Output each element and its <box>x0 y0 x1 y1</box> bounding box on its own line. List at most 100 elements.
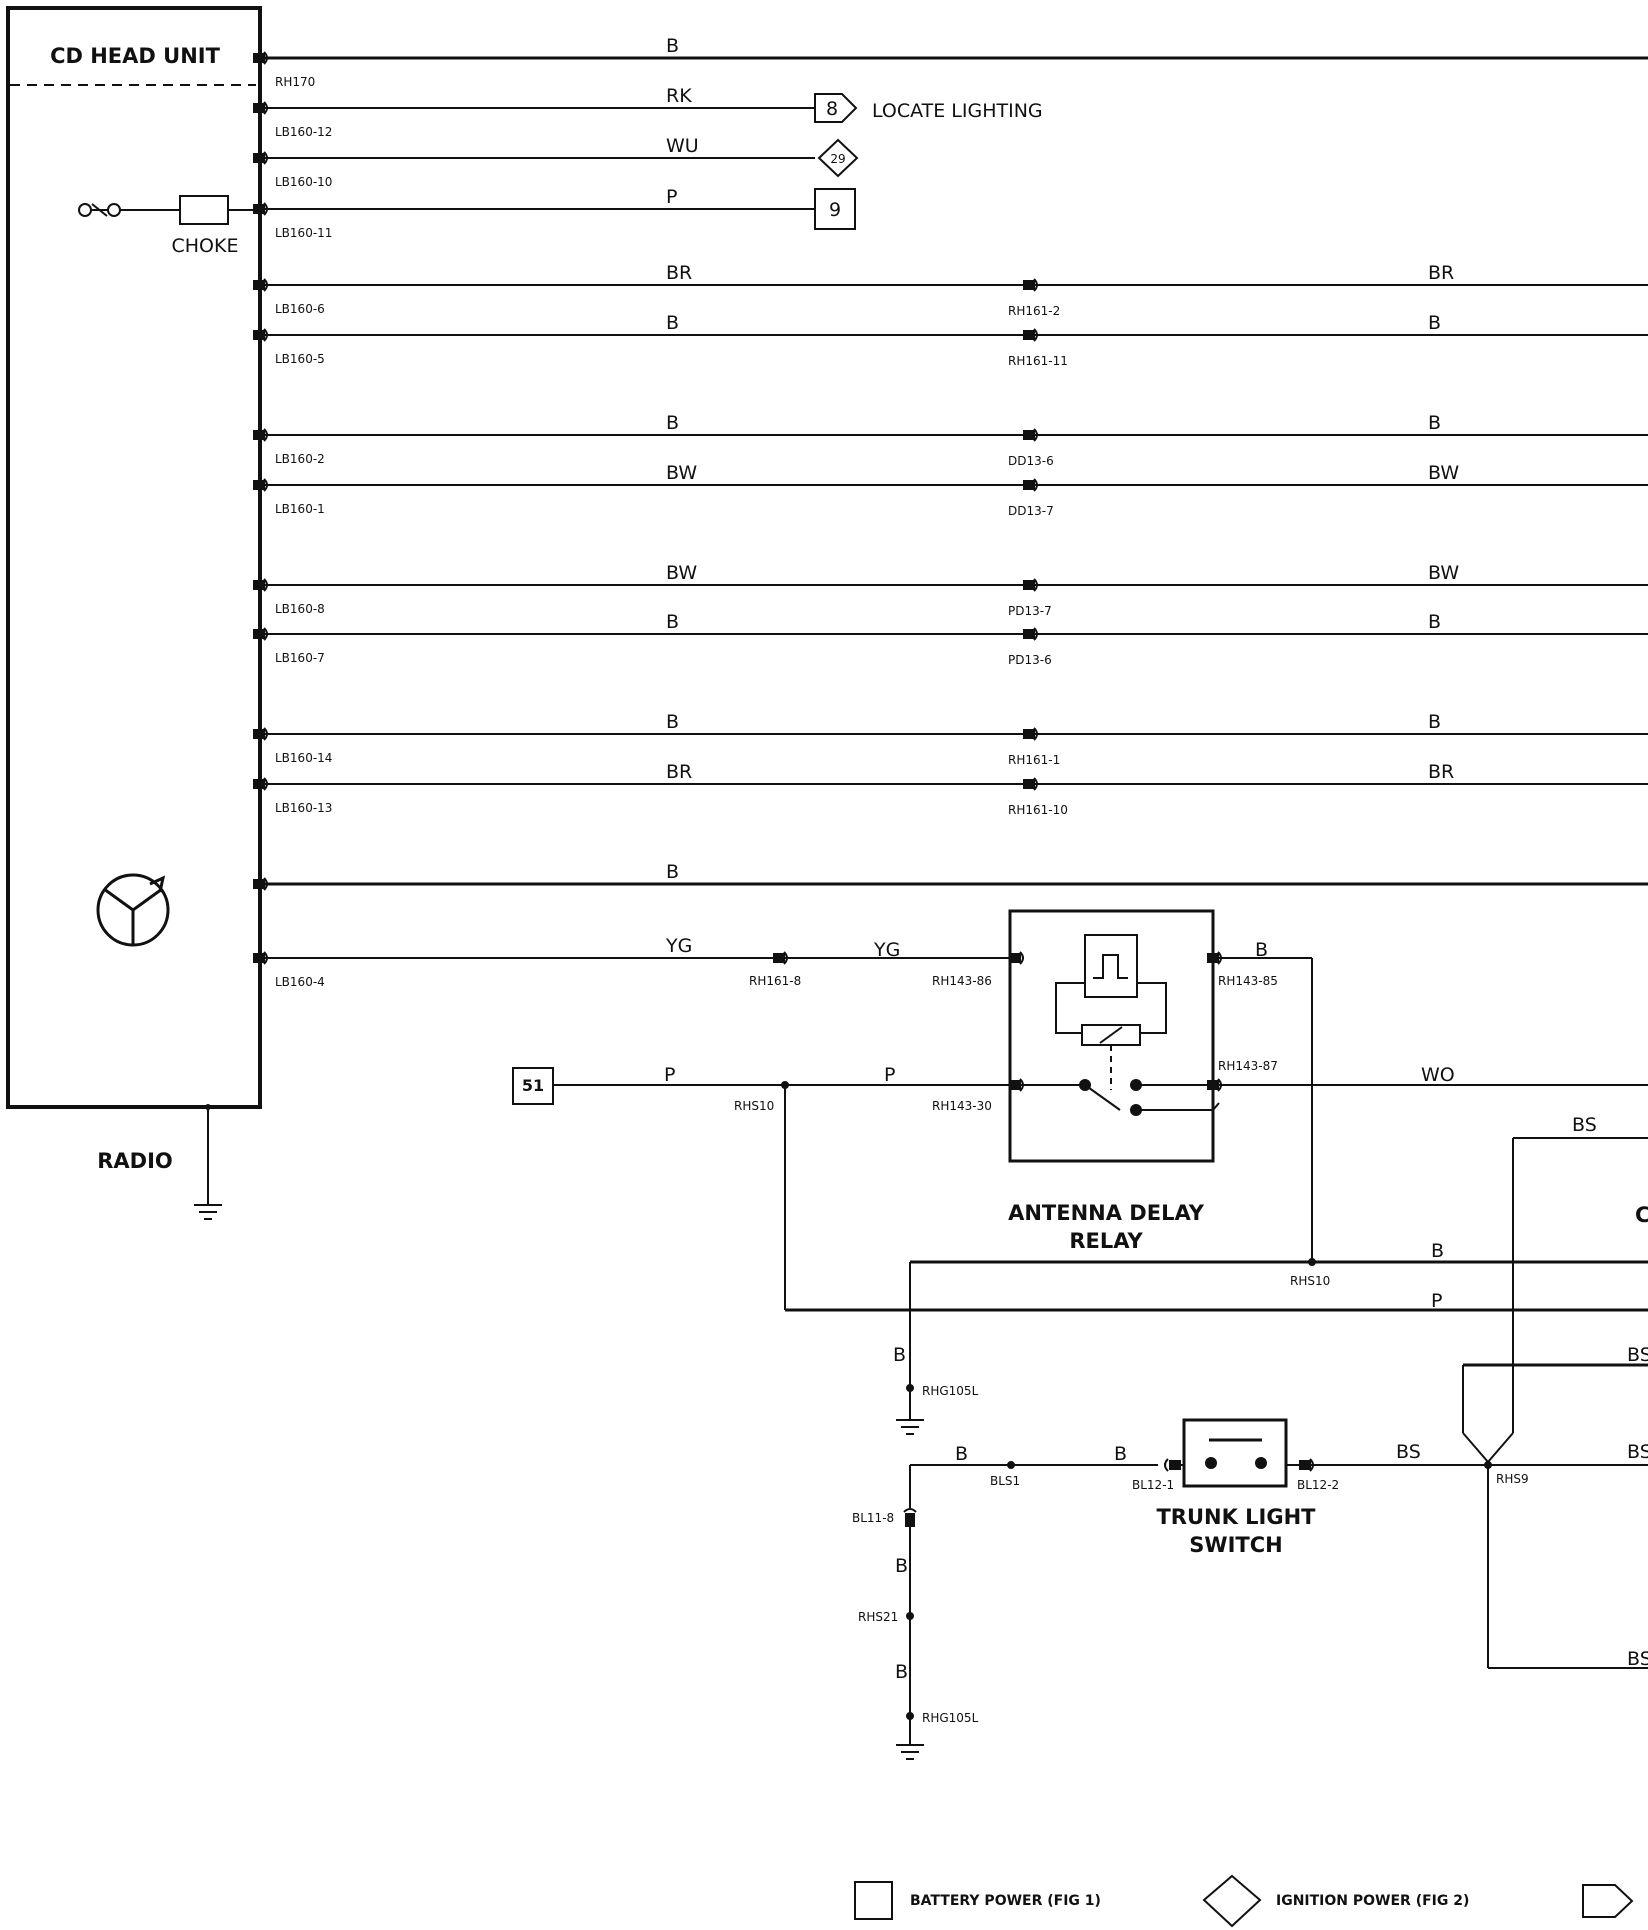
p-bus-label: P <box>1431 1290 1442 1312</box>
inline-connector-label: RH161-11 <box>1008 354 1068 368</box>
wire-color-right: BW <box>1428 562 1459 584</box>
pin-terminal <box>1023 779 1035 789</box>
ground-wire-label: B <box>893 1344 906 1366</box>
choke-component <box>78 195 258 225</box>
conn-bl11: BL11-8 <box>852 1511 894 1525</box>
relay-pin-87: RH143-87 <box>1218 1059 1278 1073</box>
wire-color-left: YG <box>665 935 692 957</box>
pin-terminal-arc <box>1033 777 1038 791</box>
splice-dot <box>906 1612 914 1620</box>
pin-terminal-arc <box>1033 478 1038 492</box>
inline-connector-label: DD13-6 <box>1008 454 1054 468</box>
wire-color-left: BR <box>666 761 692 783</box>
pin-terminal-arc <box>903 1508 917 1513</box>
wires-layer <box>253 51 1648 1760</box>
target-label: 9 <box>829 199 841 221</box>
pin-terminal-arc <box>1033 627 1038 641</box>
battery-square-icon <box>512 1067 554 1105</box>
partial-bs-c: BS <box>1627 1648 1648 1670</box>
wire-color-left: B <box>666 412 679 434</box>
pin-label: LB160-2 <box>275 452 325 466</box>
splice-feed: RHS10 <box>734 1099 774 1113</box>
pin-terminal <box>1023 629 1035 639</box>
bs-top-label: BS <box>1572 1114 1597 1136</box>
pin-label: LB160-1 <box>275 502 325 516</box>
yg-right-label: YG <box>873 939 900 961</box>
pin-terminal <box>1023 729 1035 739</box>
pin-label: LB160-11 <box>275 226 332 240</box>
relay-pin-85: RH143-85 <box>1218 974 1278 988</box>
head-unit-title: CD HEAD UNIT <box>50 44 221 68</box>
wire-color-left: B <box>666 611 679 633</box>
switch-conn-in: BL12-1 <box>1132 1478 1174 1492</box>
wire-color-right: B <box>1428 312 1441 334</box>
wire-color-left: B <box>666 861 679 883</box>
switch-wire-b1: B <box>955 1443 968 1465</box>
splice-rhs9: RHS9 <box>1496 1472 1529 1486</box>
pin-label: LB160-12 <box>275 125 332 139</box>
switch-wire-b2: B <box>1114 1443 1127 1465</box>
splice-b-bus: RHS10 <box>1290 1274 1330 1288</box>
battery-square-icon <box>814 188 856 230</box>
pin-terminal <box>905 1513 915 1527</box>
static-labels: ANTENNA DELAY RELAY TRUNK LIGHT SWITCH R… <box>522 939 1648 1725</box>
display-icon <box>96 873 170 947</box>
row-labels: BRH170RKLB160-128WULB160-1029PLB160-119B… <box>275 35 1459 989</box>
wire-row <box>253 951 776 965</box>
battery-power-legend-icon <box>854 1881 893 1920</box>
feed-box-51: 51 <box>522 1076 544 1095</box>
radio-ground-icon <box>194 1104 222 1220</box>
wire-color-left: B <box>666 711 679 733</box>
relay-out-b: B <box>1255 939 1268 961</box>
wire-color-right: B <box>1428 412 1441 434</box>
partial-bs-b: BS <box>1627 1441 1648 1463</box>
wire-row <box>253 877 1648 891</box>
partial-bs-a: BS <box>1627 1344 1648 1366</box>
pin-label: LB160-7 <box>275 651 325 665</box>
relay-title-line2: RELAY <box>1069 1229 1143 1253</box>
switch-title-line2: SWITCH <box>1189 1533 1282 1557</box>
switch-conn-out: BL12-2 <box>1297 1478 1339 1492</box>
pin-terminal <box>1023 430 1035 440</box>
battery-power-legend-label: BATTERY POWER (FIG 1) <box>910 1893 1101 1909</box>
inline-connector-label: RH161-1 <box>1008 753 1060 767</box>
inline-connector-label: RH161-10 <box>1008 803 1068 817</box>
wire-color-left: P <box>666 186 677 208</box>
pin-terminal <box>1023 580 1035 590</box>
pin-label: LB160-13 <box>275 801 332 815</box>
splice-dot <box>906 1712 914 1720</box>
wire-row <box>253 93 858 123</box>
pin-label: LB160-4 <box>275 975 325 989</box>
antenna-delay-relay <box>1008 909 1220 1163</box>
partial-letter: C <box>1635 1203 1648 1227</box>
relay-pin-30: RH143-30 <box>932 1099 992 1113</box>
pin-terminal-arc <box>1033 278 1038 292</box>
splice-dot <box>1007 1461 1015 1469</box>
b-bus-label: B <box>1431 1240 1444 1262</box>
splice-bls1: BLS1 <box>990 1474 1020 1488</box>
pin-label: RH170 <box>275 75 315 89</box>
wire-down1: B <box>895 1555 908 1577</box>
wire-color-right: BR <box>1428 262 1454 284</box>
switch-wire-bs: BS <box>1396 1441 1421 1463</box>
inline-connector-label: PD13-6 <box>1008 653 1052 667</box>
inline-connector-label: PD13-7 <box>1008 604 1052 618</box>
ignition-power-legend-icon <box>1202 1874 1262 1928</box>
choke-label: CHOKE <box>172 235 239 257</box>
ignition-diamond-icon <box>817 138 859 178</box>
wire-color-left: RK <box>666 85 692 107</box>
head-unit: CD HEAD UNIT CHOKE RADIO <box>6 6 262 1220</box>
pin-terminal-arc <box>1033 727 1038 741</box>
feed-p-right: P <box>884 1064 895 1086</box>
relay-pin-86: RH143-86 <box>932 974 992 988</box>
target-label: 29 <box>830 152 845 166</box>
target-label: 8 <box>826 98 838 120</box>
radio-label: RADIO <box>97 1149 173 1173</box>
ground-top: RHG105L <box>922 1384 979 1398</box>
pin-terminal-arc <box>1033 328 1038 342</box>
wire-row <box>253 138 859 178</box>
pin-label: LB160-6 <box>275 302 325 316</box>
pin-terminal <box>1299 1460 1311 1470</box>
wire-down2: B <box>895 1661 908 1683</box>
